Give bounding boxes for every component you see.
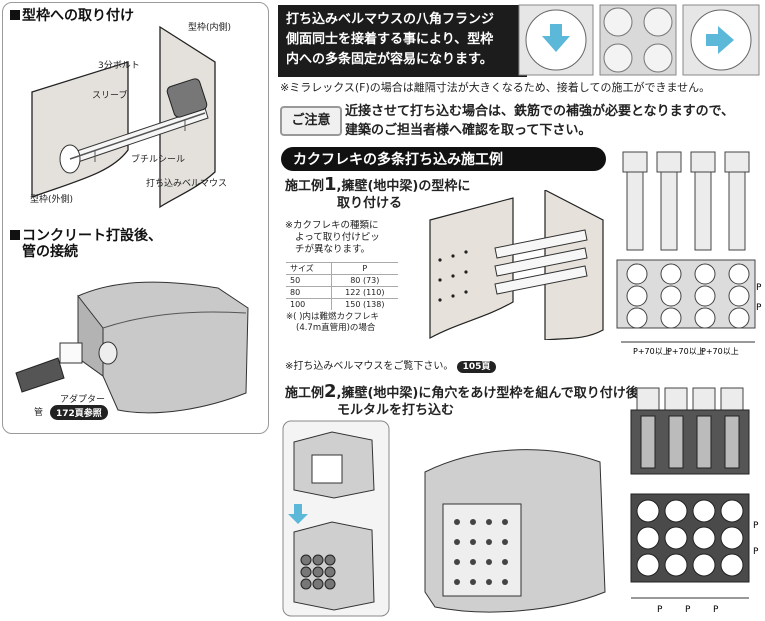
label-inner-form: 型枠(内側) — [188, 23, 232, 33]
label-sleeve: スリーブ — [92, 91, 128, 101]
dim-p-1: P — [756, 283, 762, 293]
example2-side-diagram: P P P P P — [630, 387, 759, 615]
label-butyl-seal: ブチルシール — [131, 155, 186, 165]
dim-gap-3: P+70以上 — [701, 347, 739, 356]
example1-side-diagram: P+70以上 P+70以上 P+70以上 P P — [616, 151, 762, 356]
formwork-illustration — [31, 25, 216, 209]
table-note: ※( )内は難燃カクフレキ (4.7m直管用)の場合 — [286, 312, 379, 333]
concrete-illustration — [15, 281, 249, 414]
caution-text: 近接させて打ち込む場合は、鉄筋での補強が必要となりますので、 建築のご担当者様へ… — [345, 104, 735, 138]
square-bullet-icon — [10, 10, 20, 20]
pitch-note: ※カクフレキの種類に よって取り付けピッ チが異なります。 — [285, 220, 380, 255]
example1-title: 施工例1,擁壁(地中梁)の型枠に 取り付ける — [285, 174, 471, 212]
heading-after-concrete: コンクリート打設後、 管の接続 — [10, 228, 162, 260]
down-arrow-icon — [542, 24, 570, 52]
down-arrow-icon — [288, 504, 308, 524]
caution-label: ご注意 — [280, 106, 342, 136]
example1-illustration — [429, 190, 604, 340]
dim-gap-1: P+70以上 — [633, 347, 671, 356]
bellmouth-reference: ※打ち込みベルマウスをご覧下さい。 105頁 — [285, 357, 497, 373]
example2-illustration — [424, 449, 606, 613]
label-pipe: 管 — [34, 408, 44, 418]
dim-p-bottom-2: P — [685, 605, 691, 615]
section-title: カクフレキの多条打ち込み施工例 — [281, 147, 606, 171]
label-outer-form: 型枠(外側) — [30, 195, 74, 205]
dim-p-side-2: P — [753, 547, 759, 557]
square-bullet-icon — [10, 230, 20, 240]
mirarex-note: ※ミラレックス(F)の場合は離隔寸法が大きくなるため、接着しての施工ができません… — [280, 81, 711, 94]
flange-diagrams — [518, 4, 760, 76]
feature-dark-box: 打ち込みベルマウスの八角フランジ 側面同士を接着する事により、型枠 内への多条固… — [278, 5, 527, 77]
label-bellmouth: 打ち込みベルマウス — [146, 179, 228, 189]
label-adapter: アダプター — [60, 395, 106, 405]
dim-p-2: P — [756, 303, 762, 313]
dim-gap-2: P+70以上 — [667, 347, 705, 356]
example2-title: 施工例2,擁壁(地中梁)に角穴をあけ型枠を組んで取り付け後、 モルタルを打ち込む — [285, 381, 652, 419]
label-bolt: 3分ボルト — [98, 61, 140, 71]
heading-formwork-mount: 型枠への取り付け — [10, 8, 134, 24]
ref-page-badge[interactable]: 172頁参照 — [50, 405, 108, 420]
example2-steps — [282, 420, 390, 617]
dim-p-bottom-1: P — [657, 605, 663, 615]
right-arrow-icon — [706, 26, 734, 54]
page-105-badge[interactable]: 105頁 — [456, 361, 497, 373]
dim-p-side-1: P — [753, 521, 759, 531]
dim-p-bottom-3: P — [713, 605, 719, 615]
